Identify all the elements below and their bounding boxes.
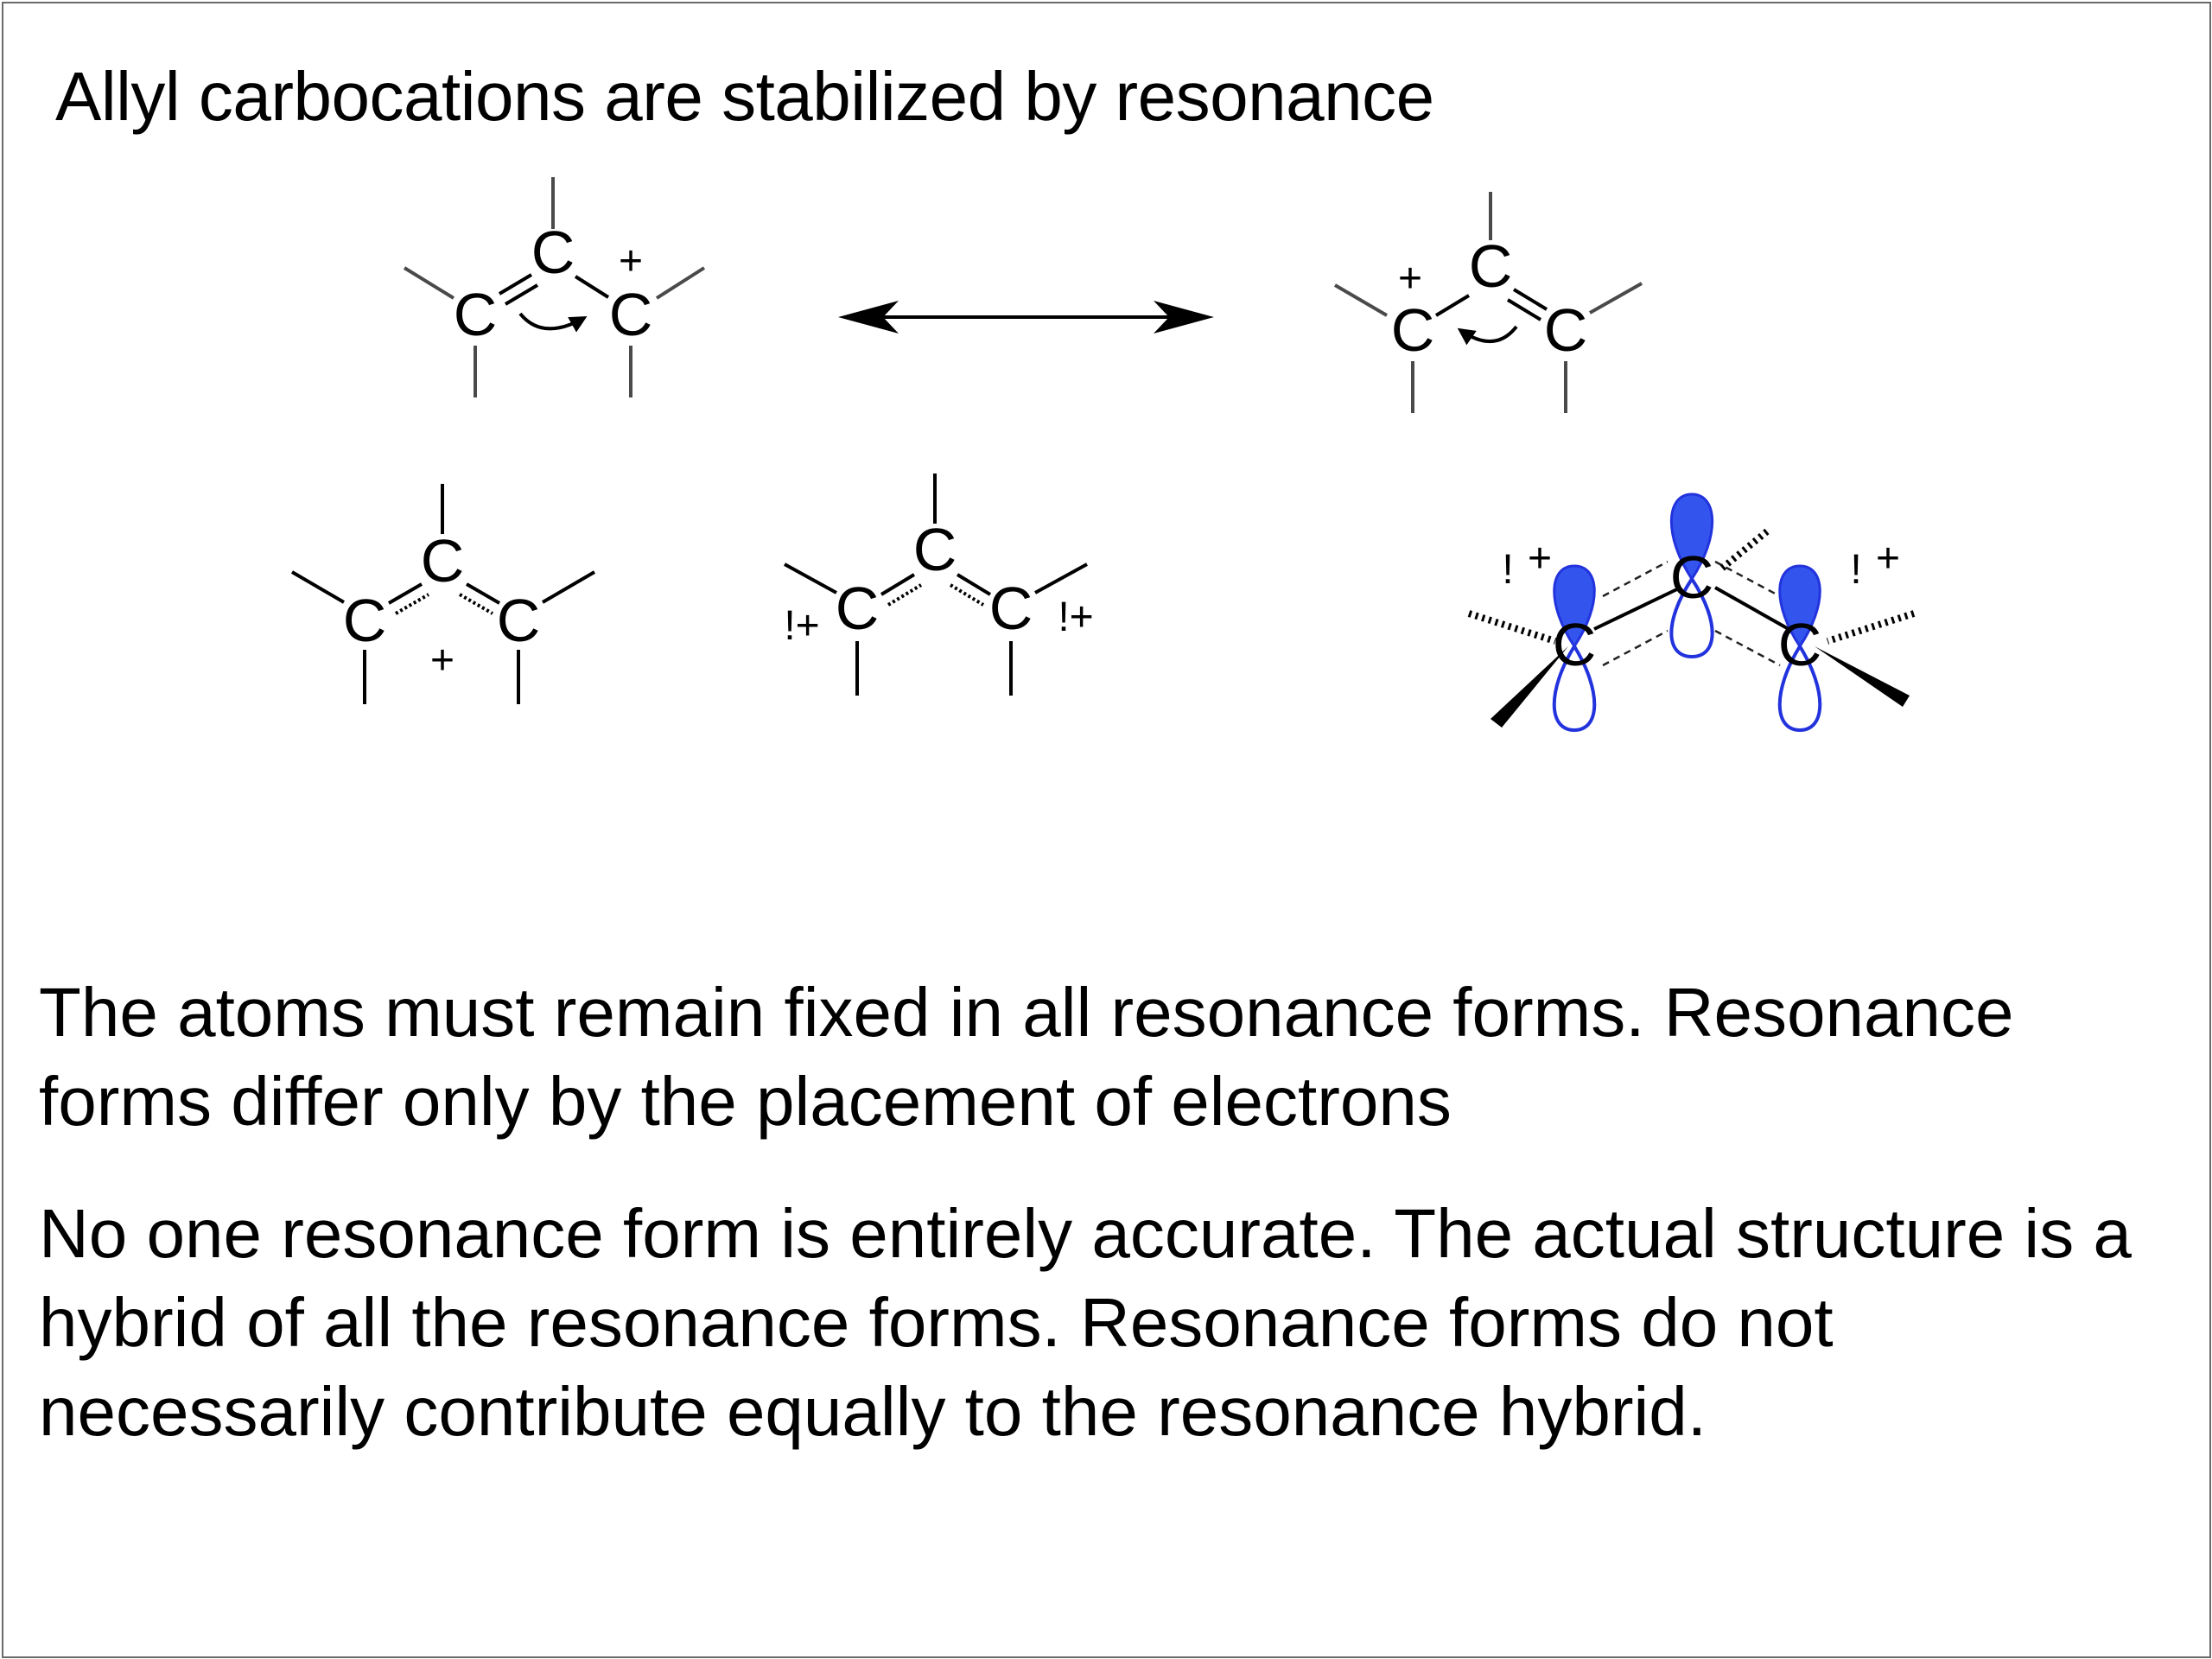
partial-positive-charge-mark: ! [1850,547,1861,593]
bond [1589,282,1643,315]
carbon-atom: C [1670,543,1714,611]
partial-bond [387,582,423,605]
carbon-atom: C [609,281,653,348]
partial-bond [458,593,494,615]
double-bond [504,283,539,306]
p-orbital-upper-lobe [1553,564,1596,649]
carbon-atom: C [836,575,880,642]
partial-bond [956,573,992,596]
carbon-atom: C [454,281,498,348]
partial-positive-charge-mark: ! [1502,547,1513,593]
double-bond [1512,288,1548,311]
slide-title: Allyl carbocations are stabilized by res… [55,58,1434,135]
wedge-bond [1815,646,1910,707]
p-orbital-upper-lobe [1778,564,1821,649]
arrowhead-right [1154,301,1214,334]
carbon-atom: C [497,587,541,654]
p-orbital-lower-lobe [1777,643,1822,733]
plus-charge: + [619,238,643,284]
partial-bond [465,582,501,605]
hybrid-structure-2: C C C !+ !+ [784,474,1094,696]
carbon-atom: C [1778,611,1822,678]
double-bond [498,273,533,296]
sigma-bond [1593,586,1681,631]
carbon-atom: C [913,516,957,583]
partial-positive-charge-plus: + [1876,536,1900,582]
resonance-form-2: C C C + [1333,192,1643,413]
hybrid-structure-1: C C C + [290,484,596,704]
carbon-atom: C [421,527,465,594]
p-orbital-lower-lobe [1552,643,1597,733]
carbon-atom: C [1391,296,1435,364]
resonance-arrow [838,301,1214,334]
bond [403,266,455,300]
partial-positive-charge: !+ [784,603,819,649]
partial-bond [394,593,430,615]
wedge-bond [1491,646,1568,728]
partial-bond [887,583,923,607]
bond [784,563,837,594]
carbon-atom: C [989,575,1033,642]
p-orbital-upper-lobe [1669,493,1714,582]
bond [290,570,346,604]
partial-bond [880,573,916,596]
bond [541,570,596,604]
partial-positive-charge-plus: + [1528,536,1552,582]
bond [655,266,706,300]
hashed-bond [1717,528,1770,574]
plus-charge: + [1398,256,1422,302]
sigma-bond [1714,586,1789,631]
carbon-atom: C [343,587,387,654]
curved-arrow [518,312,588,333]
orbital-overlap-line [1602,560,1669,598]
carbon-atom: C [531,219,575,286]
carbon-atom: C [1469,232,1513,300]
carbon-atom: C [1544,296,1588,364]
paragraph-hybrid: No one resonance form is entirely accura… [39,1195,2132,1450]
hashed-bond [1826,610,1916,645]
arrowhead-left [838,301,899,334]
bond [1034,563,1088,594]
resonance-form-1: C C C + [403,177,706,397]
orbital-overlap-line [1714,629,1781,667]
orbital-overlap-line [1602,629,1669,667]
curved-arrow [1457,325,1518,346]
p-orbital-lower-lobe [1669,575,1714,659]
carbon-atom: C [1553,611,1597,678]
single-bond [1434,294,1471,317]
orbital-overlap-line [1714,560,1781,598]
partial-bond [949,583,985,607]
single-bond [574,275,610,299]
bond [1333,283,1389,317]
p-orbital-diagram: C C C ! + ! + [1467,493,1916,733]
hashed-bond [1467,610,1557,645]
plus-charge: + [430,638,454,683]
double-bond [1506,298,1542,321]
partial-positive-charge: !+ [1058,594,1093,640]
paragraph-atoms-fixed: The atoms must remain fixed in all reson… [39,974,2014,1140]
